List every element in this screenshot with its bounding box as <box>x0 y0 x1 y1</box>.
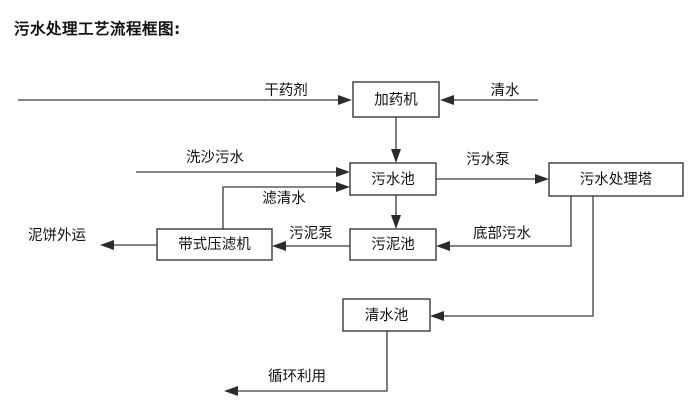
edge-label-recycle-reuse: 循环利用 <box>268 368 326 385</box>
node-belt-filter-press[interactable]: 带式压滤机 <box>156 228 273 261</box>
arrowhead-sewage-pump <box>535 174 549 184</box>
node-box-dosing-machine <box>352 81 440 118</box>
flow-sludge-pool-to-press <box>272 241 350 251</box>
flow-tower-to-clear-water-pool <box>430 196 594 321</box>
node-label-sludge-pool: 污泥池 <box>371 236 415 253</box>
edge-label-sewage-pump: 污水泵 <box>466 151 510 168</box>
node-label-clear-water-pool: 清水池 <box>365 307 409 324</box>
flow-sand-wash-to-sewage-pool <box>136 167 350 177</box>
flow-tower-to-sludge-pool <box>436 196 572 251</box>
node-dosing-machine[interactable]: 加药机 <box>352 81 440 118</box>
node-label-treatment-tower: 污水处理塔 <box>580 171 653 188</box>
flow-clear-water-pool-to-recycle <box>224 331 388 396</box>
flow-dry-chemical-to-dosing <box>18 95 352 105</box>
arrowhead-bottom-sewage <box>436 241 450 251</box>
node-label-sewage-pool: 污水池 <box>371 171 415 188</box>
arrowhead-sand-wash-sewage <box>336 167 350 177</box>
edge-label-filtered-water: 滤清水 <box>262 190 306 207</box>
edge-label-bottom-sewage: 底部污水 <box>473 225 531 242</box>
flow-sewage-pool-to-sludge-pool <box>391 195 401 229</box>
flow-sewage-pool-to-tower <box>436 174 549 184</box>
node-sludge-pool[interactable]: 污泥池 <box>349 228 437 261</box>
arrowhead-mud-cake <box>100 240 114 250</box>
flow-dosing-to-sewage-pool <box>391 117 401 163</box>
node-sewage-pool[interactable]: 污水池 <box>349 162 437 196</box>
arrowhead-dry-chemical <box>338 95 352 105</box>
edge-label-dry-chemical: 干药剂 <box>264 82 308 99</box>
arrowhead-recycle-reuse <box>224 386 238 396</box>
edge-label-sand-wash-sewage: 洗沙污水 <box>186 149 244 166</box>
arrowhead-sludge-pump <box>272 241 286 251</box>
node-box-belt-filter-press <box>156 228 273 261</box>
flowline-filtered-water <box>222 186 337 229</box>
flow-clean-water-to-dosing <box>440 95 538 105</box>
flowline-bottom-sewage <box>449 196 572 247</box>
edge-label-sludge-pump: 污泥泵 <box>289 225 333 242</box>
flowline-tower-to-clear-water-pool <box>443 196 594 317</box>
edge-label-mud-cake-transport: 泥饼外运 <box>28 227 86 244</box>
flow-filtered-water-to-sewage-pool <box>222 182 350 229</box>
flowline-recycle-reuse <box>237 331 388 392</box>
arrowhead-clean-water <box>440 95 454 105</box>
node-label-dosing-machine: 加药机 <box>374 92 418 109</box>
node-label-belt-filter-press: 带式压滤机 <box>178 236 251 253</box>
node-box-clear-water-pool <box>342 298 431 332</box>
arrowhead-dosing-to-sewage-pool <box>391 149 401 163</box>
flow-press-to-mud-cake <box>100 240 157 250</box>
page-title: 污水处理工艺流程框图: <box>14 20 181 38</box>
arrowhead-tower-to-clear-water-pool <box>430 311 444 321</box>
node-treatment-tower[interactable]: 污水处理塔 <box>548 162 684 197</box>
arrowhead-sewage-pool-to-sludge-pool <box>391 215 401 229</box>
edge-label-clean-water: 清水 <box>491 82 520 99</box>
node-box-sludge-pool <box>349 228 437 261</box>
node-box-treatment-tower <box>548 162 684 197</box>
node-clear-water-pool[interactable]: 清水池 <box>342 298 431 332</box>
arrowhead-filtered-water <box>336 182 350 192</box>
